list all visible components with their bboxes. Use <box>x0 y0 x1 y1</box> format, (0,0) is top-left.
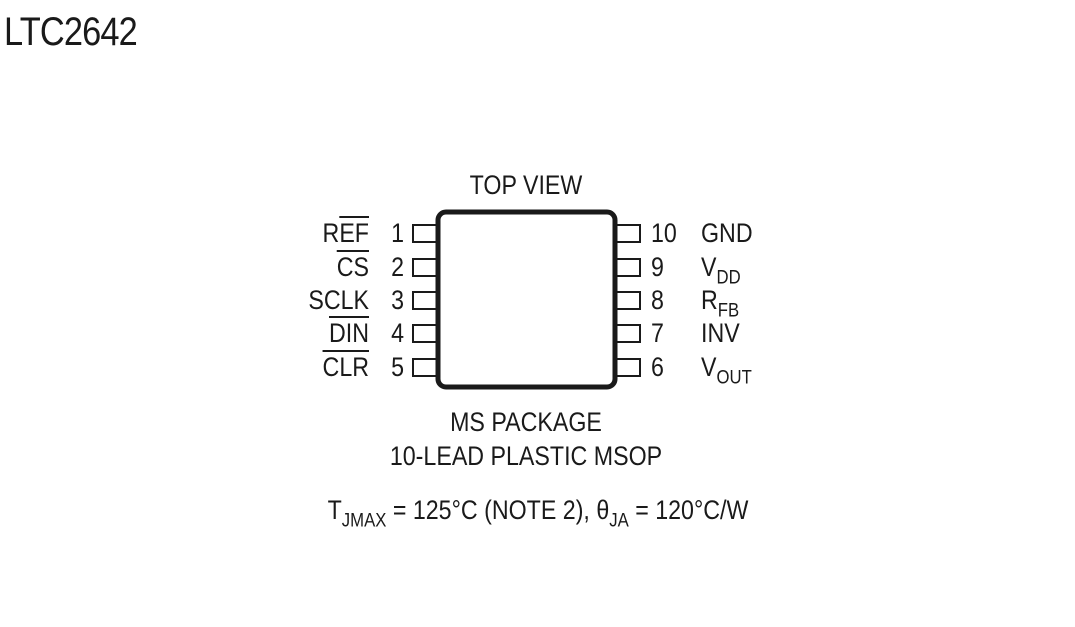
pin-stub-2 <box>412 258 438 277</box>
pin-number-4: 4 <box>391 318 404 348</box>
pin-name-clr: CLR <box>322 352 369 382</box>
package-description: 10-LEAD PLASTIC MSOP <box>389 441 663 471</box>
top-view-label: TOP VIEW <box>469 170 583 200</box>
part-number-title: LTC2642 <box>4 10 138 54</box>
pin-name-vdd: VDD <box>701 252 741 289</box>
pin-stub-7 <box>615 324 641 343</box>
pin-stub-1 <box>412 224 438 243</box>
pin-number-1: 1 <box>391 218 404 248</box>
pin-number-9: 9 <box>651 252 664 282</box>
right-pin-stubs <box>615 224 641 377</box>
pin-name-cs: CS <box>336 252 369 282</box>
pin-number-6: 6 <box>651 352 664 382</box>
pin-stub-4 <box>412 324 438 343</box>
pin-stub-8 <box>615 291 641 310</box>
pin-number-8: 8 <box>651 285 664 315</box>
pin-number-2: 2 <box>391 252 404 282</box>
pin-stub-3 <box>412 291 438 310</box>
pin-stub-6 <box>615 358 641 377</box>
pin-number-5: 5 <box>391 352 404 382</box>
thermal-spec: TJMAX = 125°C (NOTE 2), θJA = 120°C/W <box>327 495 749 532</box>
pin-name-din: DIN <box>329 318 369 348</box>
pin-name-vout: VOUT <box>701 352 752 389</box>
pin-number-7: 7 <box>651 318 664 348</box>
pin-name-rfb: RFB <box>701 285 740 322</box>
package-name: MS PACKAGE <box>450 407 602 437</box>
pin-stub-10 <box>615 224 641 243</box>
pin-stub-9 <box>615 258 641 277</box>
pin-name-inv: INV <box>701 318 740 348</box>
left-pin-stubs <box>412 224 438 377</box>
pin-stub-5 <box>412 358 438 377</box>
pin-name-gnd: GND <box>701 218 753 248</box>
pin-number-3: 3 <box>391 285 404 315</box>
pin-name-ref: REF <box>322 218 369 248</box>
pin-number-10: 10 <box>651 218 677 248</box>
pin-name-sclk: SCLK <box>308 285 369 315</box>
ic-body-outline <box>435 209 618 390</box>
